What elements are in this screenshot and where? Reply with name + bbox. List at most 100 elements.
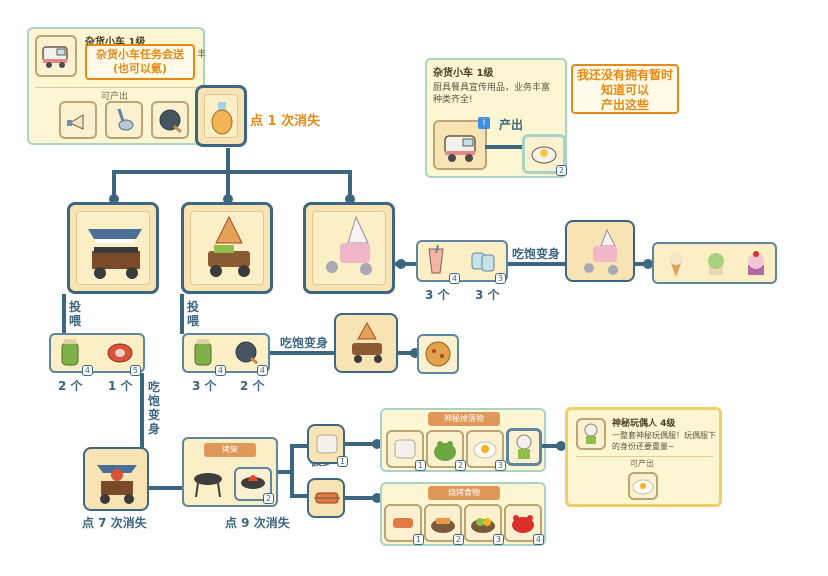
van-desc-fragment: 丰 — [197, 50, 207, 60]
grill-icon[interactable] — [190, 467, 226, 501]
bbq-slot-4[interactable]: 4 — [504, 504, 544, 545]
grill-fire-slot[interactable]: 2 — [234, 467, 274, 504]
grilled-plate-icon — [431, 518, 455, 533]
cups-icon — [471, 252, 495, 272]
divider — [35, 87, 197, 88]
toast-icon — [394, 439, 416, 459]
connector — [290, 494, 308, 498]
bbq-food-group: 烧烤食物 1 2 3 4 — [380, 482, 546, 546]
feed-group-c: 4 3 — [416, 240, 508, 284]
connector — [348, 170, 352, 200]
badge: 4 — [448, 273, 460, 284]
badge: 4 — [256, 365, 268, 376]
van-card[interactable]: i — [433, 117, 490, 170]
source-node[interactable] — [195, 85, 247, 147]
badge: 3 — [494, 460, 506, 471]
feed-label-b: 投喂 — [186, 300, 199, 328]
toy-slot[interactable] — [506, 428, 542, 466]
feed-slot-jar[interactable]: 4 — [188, 335, 226, 376]
pizza-cart-lv2-node[interactable] — [334, 313, 398, 373]
joint-dot — [396, 259, 406, 269]
bbq-slot-1[interactable]: 1 — [384, 504, 424, 545]
feed-group-b: 4 4 — [182, 333, 270, 376]
transform-label-c: 吃饱变身 — [512, 247, 561, 261]
chance-count: 1 — [336, 456, 348, 467]
bbq-cart-node[interactable] — [67, 202, 159, 294]
produce-slot-pan[interactable] — [151, 101, 189, 139]
connector — [290, 444, 294, 496]
van-source-note: 杂货小车任务会送 (也可以氪) — [85, 44, 195, 80]
pizza-output-slot[interactable] — [417, 334, 459, 374]
ladle-icon — [117, 108, 134, 131]
badge: 1 — [414, 460, 426, 471]
connector — [345, 496, 381, 500]
van-name-2: 杂货小车 1级 — [433, 68, 494, 79]
cone-icon[interactable] — [660, 247, 692, 281]
jar-icon — [61, 339, 79, 366]
skewer-node[interactable] — [307, 478, 345, 518]
tap9-label: 点 9 次消失 — [225, 516, 290, 530]
transform-label-a: 吃饱变身 — [147, 380, 160, 436]
joint-dot — [223, 194, 233, 204]
connector — [278, 470, 292, 474]
bbq-stand-node[interactable] — [83, 447, 149, 511]
mystery-slot-1[interactable]: 1 — [386, 430, 426, 471]
count-b2: 2 个 — [240, 379, 265, 393]
icecream-cart-node[interactable] — [303, 202, 395, 294]
badge: 1 — [412, 534, 424, 545]
toy-produce-slot[interactable] — [628, 472, 658, 500]
feed-slot-jar[interactable]: 4 — [55, 335, 93, 376]
connector — [140, 373, 144, 453]
produce-slot-dish[interactable]: 2 — [522, 134, 567, 176]
produce-slot-megaphone[interactable] — [59, 101, 97, 139]
van-icon — [444, 135, 476, 162]
connector — [62, 294, 66, 334]
connector — [226, 170, 230, 200]
produce-label: 产出 — [499, 118, 524, 132]
count-c1: 3 个 — [425, 288, 450, 302]
count-b1: 3 个 — [192, 379, 217, 393]
joint-dot — [556, 441, 566, 451]
toy-icon — [516, 434, 532, 459]
connector — [542, 444, 566, 448]
mystery-slot-3[interactable]: 3 — [466, 430, 506, 471]
icecream-cart-icon — [326, 215, 372, 275]
bbq-slot-3[interactable]: 3 — [464, 504, 504, 545]
kebab-icon — [393, 518, 413, 528]
produce-slot-ladle[interactable] — [105, 101, 143, 139]
feed-slot-cups[interactable]: 3 — [466, 243, 506, 284]
pizza-cart-icon — [208, 215, 250, 277]
badge: 4 — [81, 365, 93, 376]
sundae-icon[interactable] — [700, 247, 732, 281]
info-icon[interactable]: i — [478, 117, 490, 129]
pizza-cart-node[interactable] — [181, 202, 273, 294]
icecream-cart-icon — [584, 228, 618, 275]
icecream-output-group — [652, 242, 777, 284]
icecream-cart-lv2-node[interactable] — [565, 220, 635, 282]
bbq-banner: 烧烤食物 — [428, 486, 500, 500]
mystery-slot-2[interactable]: 2 — [426, 430, 466, 471]
joint-dot — [345, 194, 355, 204]
toast-node[interactable]: 1 — [307, 424, 348, 467]
lobster-icon — [512, 515, 534, 533]
cupcake-icon[interactable] — [740, 247, 772, 281]
joint-dot — [372, 493, 382, 503]
joint-dot — [643, 259, 653, 269]
badge: 2 — [454, 460, 466, 471]
badge: 4 — [214, 365, 226, 376]
feed-slot-drink[interactable]: 4 — [420, 243, 460, 284]
egg-icon — [473, 441, 497, 459]
toast-icon — [316, 434, 338, 454]
connector — [149, 486, 183, 490]
feed-slot-pan[interactable]: 4 — [230, 335, 268, 376]
divider — [576, 456, 714, 457]
van-thumb[interactable] — [35, 35, 77, 77]
connector — [395, 262, 417, 266]
badge: 4 — [532, 534, 544, 545]
drink-icon — [428, 244, 444, 274]
bbq-slot-2[interactable]: 2 — [424, 504, 464, 545]
connector — [398, 351, 418, 355]
pan-icon — [159, 109, 182, 134]
toy-thumb[interactable] — [576, 418, 606, 450]
feed-slot-meat[interactable]: 5 — [103, 335, 141, 376]
